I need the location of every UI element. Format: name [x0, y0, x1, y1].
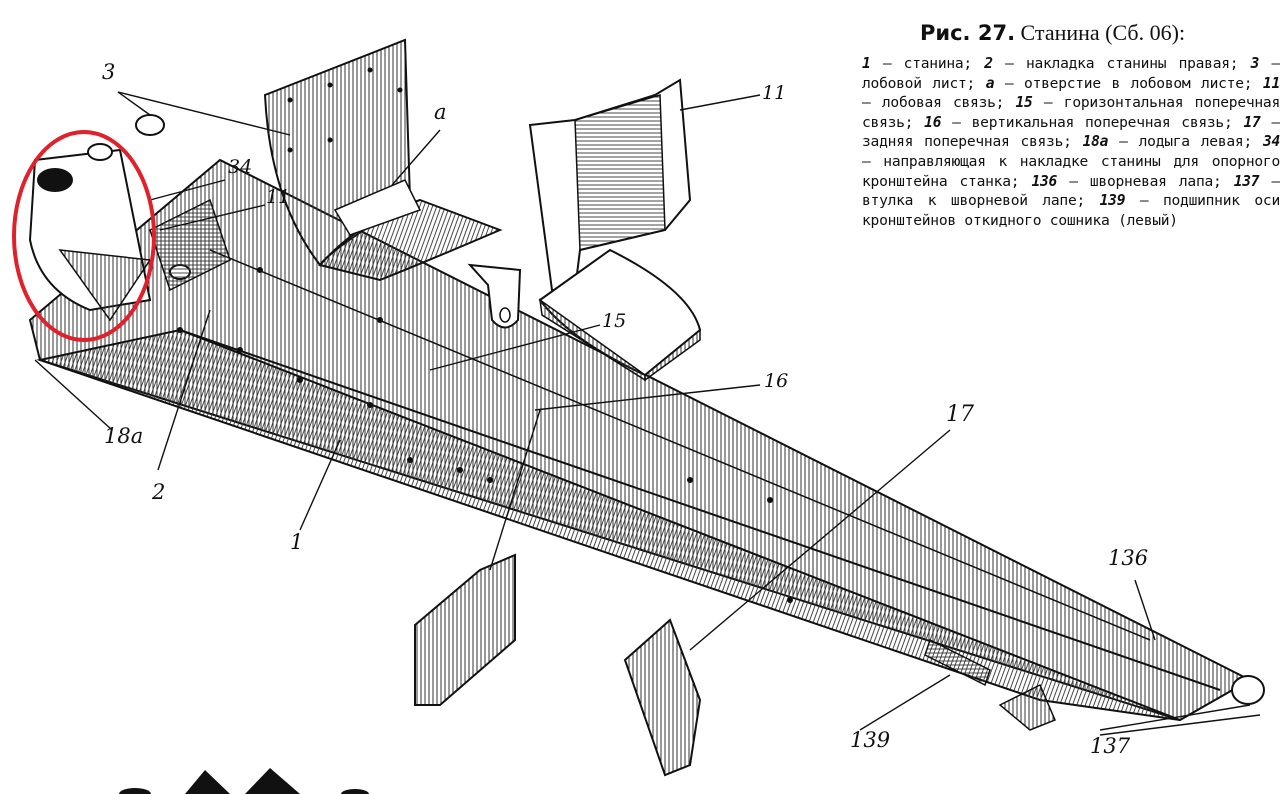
- callout-15: 15: [602, 310, 627, 332]
- caption-title-prefix: Рис. 27.: [920, 21, 1016, 45]
- legend-key: 34: [1262, 133, 1280, 151]
- callout-136: 136: [1108, 546, 1149, 570]
- legend-text: — лодыга левая;: [1108, 133, 1263, 151]
- caption-title: Рис. 27. Станина (Сб. 06):: [920, 20, 1185, 46]
- legend-text: — лобовой лист;: [862, 55, 1280, 92]
- main-frame-part: [28, 158, 1253, 722]
- highlight-ellipse: [12, 130, 156, 342]
- caption-legend: 1 — станина; 2 — накладка станины правая…: [862, 54, 1280, 230]
- callout-1: 1: [290, 530, 304, 554]
- front-cross-tie-part: [149, 198, 231, 292]
- legend-key: 16: [924, 113, 942, 131]
- callout-18a: 18а: [104, 424, 144, 448]
- legend-text: — станина;: [870, 55, 985, 72]
- legend-key: а: [985, 74, 995, 92]
- legend-key: 15: [1015, 94, 1033, 112]
- horizontal-tie-part: [538, 248, 702, 382]
- bottom-edge-marks: [119, 768, 369, 794]
- callout-3: 3: [102, 60, 116, 84]
- leader-lines: [34, 91, 1261, 736]
- legend-text: — вертикальная поперечная связь;: [941, 113, 1244, 131]
- legend-key: 11: [1262, 74, 1280, 92]
- legend-text: —втулка к шворневой лапе;: [862, 172, 1280, 210]
- legend-key: 18а: [1082, 133, 1109, 151]
- callout-2: 2: [152, 480, 166, 504]
- legend-key: 17: [1243, 113, 1261, 131]
- legend-key: 3: [1250, 55, 1260, 72]
- upper-tie-part: [528, 78, 692, 291]
- legend-text: — лобовая связь;: [862, 94, 1016, 112]
- rear-plate-part: [414, 553, 702, 777]
- rear-pivot-part: [924, 638, 1265, 731]
- legend-key: 2: [984, 55, 993, 72]
- callout-34: 34: [228, 156, 253, 178]
- callout-11-top: 11: [762, 82, 787, 104]
- legend-text: — отверстие в лобовом листе;: [994, 74, 1263, 92]
- front-plate-part: [263, 38, 503, 282]
- legend-text: — накладка станины правая;: [992, 55, 1251, 72]
- callout-139: 139: [850, 728, 891, 752]
- legend-key: 1: [862, 55, 871, 72]
- small-bracket-part: [467, 263, 522, 329]
- caption-title-text: Станина (Сб. 06):: [1020, 20, 1186, 45]
- legend-text: — направляющая к накладке станины для оп…: [862, 152, 1280, 190]
- legend-text: — подшипник оси кронштейнов откидного со…: [862, 192, 1280, 229]
- legend-key: 136: [1031, 172, 1058, 190]
- legend-key: 139: [1099, 192, 1126, 210]
- callout-11-mid: 11: [266, 186, 291, 208]
- legend-text: — горизонтальная поперечная связь;: [862, 94, 1280, 131]
- legend-key: 137: [1233, 172, 1260, 190]
- callout-137: 137: [1090, 734, 1131, 758]
- legend-text: — шворневая лапа;: [1057, 172, 1234, 190]
- legend-text: — задняя поперечная связь;: [862, 113, 1280, 151]
- callout-16: 16: [764, 370, 789, 392]
- callout-17: 17: [946, 402, 974, 427]
- callout-a: а: [434, 100, 447, 124]
